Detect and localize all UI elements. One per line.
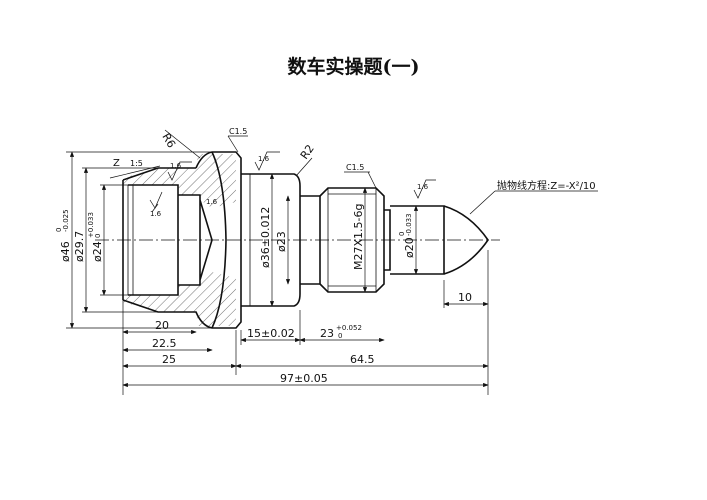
chamfer-c1-5-left: C1.5 [229, 127, 247, 136]
dia-46: ø46 [59, 241, 72, 262]
hatch-bottom [123, 272, 236, 326]
dia-24: ø24 [91, 241, 104, 262]
dim-64-5: 64.5 [350, 353, 375, 366]
thread-label: M27X1.5-6g [352, 204, 365, 270]
dia-23: ø23 [275, 231, 288, 252]
roughness-1: 1.6 [170, 162, 182, 170]
dim-23-tol-upper: +0.052 [336, 324, 362, 332]
dim-23: 23 [320, 327, 334, 340]
dim-15: 15±0.02 [247, 327, 295, 340]
dia-24-tol-upper: +0.033 [87, 212, 95, 238]
thread-m27 [319, 187, 385, 293]
roughness-4: 1.6 [417, 183, 429, 191]
radius-r6: R6 [159, 131, 178, 150]
dim-97: 97±0.05 [280, 372, 328, 385]
roughness-3: 1.6 [150, 210, 162, 218]
dim-10: 10 [458, 291, 472, 304]
dia-20-tol-upper: 0 [398, 232, 406, 236]
dim-23-tol-lower: 0 [338, 332, 342, 340]
dia-20-tol-lower: -0.033 [405, 213, 413, 236]
dia-46-tol-upper: 0 [55, 228, 63, 232]
roughness-symbols [149, 151, 436, 213]
chamfer-c1-5-right: C1.5 [346, 163, 364, 172]
taper-z: Z [113, 158, 120, 169]
horizontal-dimensions [122, 250, 489, 395]
dia-24-tol-lower: 0 [94, 234, 102, 238]
dim-22-5: 22.5 [152, 337, 177, 350]
roughness-5: 1.6 [206, 198, 218, 206]
dia-20: ø20 [403, 237, 416, 258]
vertical-dimensions [66, 151, 419, 329]
parabola-equation: 抛物线方程:Z=-X²/10 [497, 179, 596, 192]
dia-36: ø36±0.012 [259, 207, 272, 268]
hatch-top [123, 154, 236, 208]
radius-r2: R2 [298, 142, 317, 161]
dim-20: 20 [155, 319, 169, 332]
leaders [109, 129, 598, 215]
drawing-title: 数车实操题(一) [287, 56, 420, 78]
roughness-2: 1.6 [258, 155, 270, 163]
dia-46-tol-lower: -0.025 [62, 209, 70, 232]
dim-25: 25 [162, 353, 176, 366]
taper-ratio: 1:5 [130, 159, 143, 168]
dia-29-7: ø29.7 [73, 231, 86, 262]
